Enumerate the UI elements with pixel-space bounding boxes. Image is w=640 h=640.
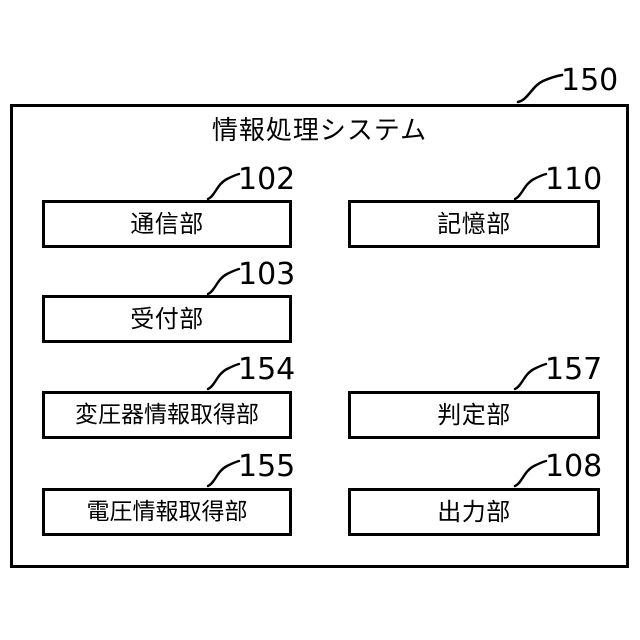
- block-label-communication: 通信部: [130, 210, 204, 238]
- block-label-storage: 記憶部: [437, 210, 511, 238]
- block-communication[interactable]: 通信部: [42, 200, 292, 248]
- system-title: 情報処理システム: [211, 116, 428, 146]
- block-label-output: 出力部: [437, 498, 511, 526]
- block-label-determination: 判定部: [437, 401, 511, 429]
- block-output[interactable]: 出力部: [348, 488, 600, 536]
- ref-numeral-determination: 157: [545, 352, 603, 387]
- block-transformer-info[interactable]: 変圧器情報取得部: [42, 391, 292, 439]
- block-label-voltage-info: 電圧情報取得部: [86, 498, 248, 525]
- ref-numeral-storage: 110: [545, 162, 603, 197]
- ref-numeral-system: 150: [561, 63, 619, 98]
- block-determination[interactable]: 判定部: [348, 391, 600, 439]
- block-reception[interactable]: 受付部: [42, 295, 292, 343]
- block-storage[interactable]: 記憶部: [348, 200, 600, 248]
- ref-numeral-communication: 102: [238, 162, 296, 197]
- block-voltage-info[interactable]: 電圧情報取得部: [42, 488, 292, 536]
- ref-numeral-voltage-info: 155: [238, 449, 296, 484]
- ref-numeral-transformer-info: 154: [238, 352, 296, 387]
- ref-numeral-output: 108: [545, 449, 603, 484]
- block-label-reception: 受付部: [130, 305, 204, 333]
- ref-numeral-reception: 103: [238, 257, 296, 292]
- block-label-transformer-info: 変圧器情報取得部: [75, 401, 259, 428]
